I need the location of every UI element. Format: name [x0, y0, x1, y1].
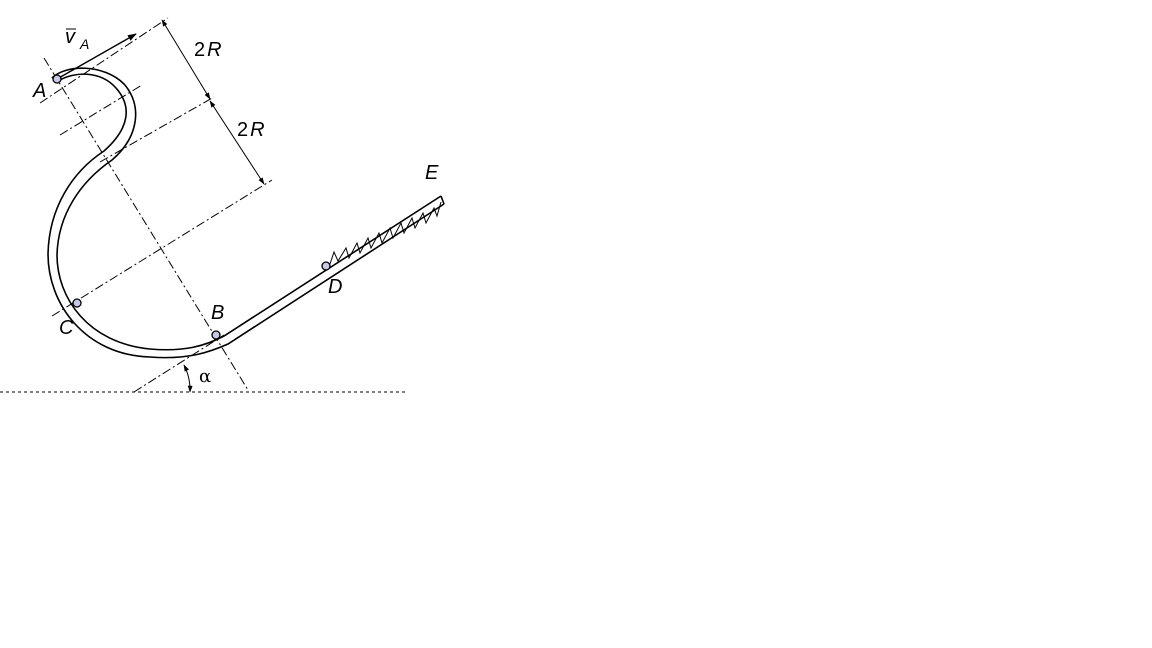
- tube-outer-wall: [51, 67, 442, 351]
- spring-zigzag: [329, 201, 442, 265]
- upper-mid-perpendicular-line: [59, 84, 143, 136]
- point-d-label: D: [328, 276, 342, 298]
- point-b-label: B: [211, 302, 224, 324]
- tube-inner-wall: [47, 73, 445, 359]
- tube-end-cap: [440, 195, 445, 205]
- incline-base-line: [133, 334, 225, 393]
- velocity-vector-arrow: [56, 33, 137, 80]
- point-c-label: C: [59, 317, 74, 339]
- dimension-upper-arrow: [161, 19, 211, 100]
- dimension-lower-arrow: [209, 100, 265, 185]
- lower-perpendicular-line: [51, 179, 273, 317]
- inclined-axis-line: [43, 57, 249, 391]
- point-d-marker: [321, 261, 331, 271]
- angle-arc: [183, 364, 193, 393]
- angle-label: α: [199, 366, 211, 387]
- middle-perpendicular-line: [99, 96, 215, 163]
- point-b-marker: [211, 330, 221, 340]
- point-a-label: A: [32, 80, 46, 102]
- point-a-marker: [52, 74, 62, 84]
- velocity-subscript: A: [79, 36, 89, 52]
- velocity-label: v: [65, 26, 76, 48]
- point-c-marker: [72, 298, 82, 308]
- point-e-label: E: [425, 162, 439, 184]
- top-perpendicular-line: [39, 17, 169, 104]
